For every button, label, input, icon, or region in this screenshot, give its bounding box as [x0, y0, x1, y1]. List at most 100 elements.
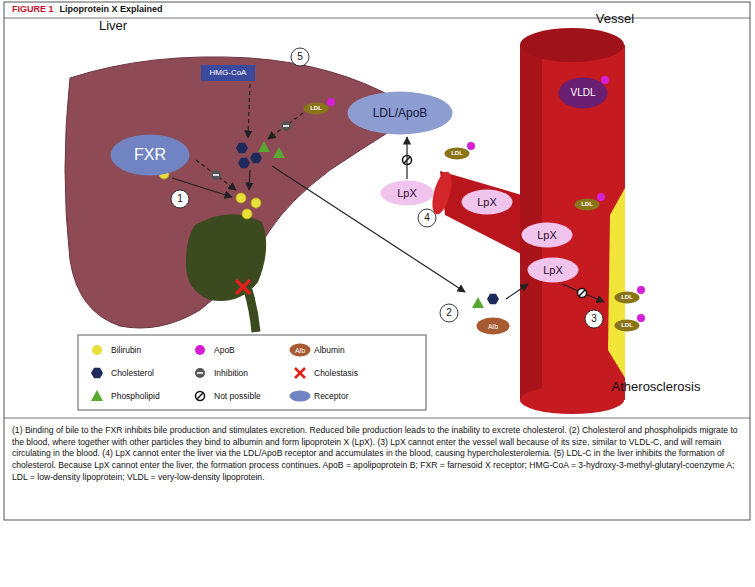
molecules	[327, 98, 335, 106]
node-shape	[559, 78, 608, 109]
node-shape	[304, 102, 329, 114]
legend-box	[78, 335, 426, 410]
swatch-receptor	[290, 391, 311, 402]
swatch-not-possible	[197, 393, 203, 399]
legend-text: Bilirubin	[111, 346, 141, 355]
gallbladder	[186, 214, 266, 301]
legend-text: Albumin	[314, 346, 345, 355]
swatch-hexagon	[91, 368, 103, 378]
region-label: Atherosclerosis	[612, 380, 701, 393]
node-text: LpX	[543, 265, 563, 276]
legend-text: Not possible	[214, 392, 261, 401]
callout-circles	[585, 310, 603, 328]
blood-vessel	[520, 45, 542, 400]
lipoprotein-ellipse: LpX	[461, 189, 513, 215]
callout-circles	[171, 48, 603, 328]
swatch-inhibition	[195, 368, 205, 378]
node-text: LpX	[477, 197, 497, 208]
legend-swatch	[86, 389, 108, 403]
node-shape	[462, 190, 513, 215]
swatch-inhibition	[197, 372, 203, 374]
pathway-arrows	[248, 84, 250, 138]
molecules	[242, 209, 252, 219]
node-shape	[201, 65, 255, 81]
legend-sample-text: Alb	[295, 347, 305, 354]
callout-number: 1	[177, 194, 183, 204]
blood-vessel	[520, 45, 625, 400]
molecules	[467, 142, 475, 150]
lipoprotein-ellipse: LpX	[521, 222, 573, 248]
legend-text: Phospholipid	[111, 392, 160, 401]
lipoprotein-ellipse: LDL	[444, 147, 470, 160]
swatch-dot	[195, 345, 205, 355]
molecules	[159, 76, 645, 322]
molecules	[637, 314, 645, 322]
pathway-arrows	[249, 170, 250, 190]
swatch-not-possible	[196, 392, 205, 401]
legend-swatch	[189, 389, 211, 403]
receptor-ellipse: FXR	[110, 134, 190, 176]
callout-number: 3	[591, 314, 597, 324]
node-shape	[615, 291, 640, 303]
node-shape	[522, 223, 573, 248]
receptor-ellipse: LDL/ApoB	[347, 91, 453, 135]
caption-rule	[4, 418, 750, 419]
callout-number: 5	[297, 52, 303, 62]
legend-text: Cholestasis	[314, 369, 358, 378]
lipoprotein-ellipse: LDL	[614, 291, 640, 304]
legend-swatch	[189, 366, 211, 380]
blood-vessel	[440, 171, 525, 256]
node-text: FXR	[134, 147, 166, 163]
symbols	[281, 121, 291, 131]
legend-swatch	[86, 343, 108, 357]
liver-organ	[65, 57, 399, 328]
molecules	[597, 193, 605, 201]
pathway-arrows	[562, 284, 604, 302]
node-text: LpX	[537, 230, 557, 241]
liver-organ	[65, 57, 399, 328]
legend-swatch	[289, 389, 311, 403]
callout-circles	[171, 190, 189, 208]
node-text: LDL	[451, 150, 463, 156]
lipoprotein-ellipse: LDL	[574, 198, 600, 211]
molecules	[472, 297, 484, 308]
figure-frame	[4, 2, 750, 520]
molecules	[250, 153, 262, 163]
callout-number: 2	[446, 308, 452, 318]
molecules	[487, 294, 499, 304]
symbols	[211, 121, 587, 298]
symbols	[578, 289, 587, 298]
molecules	[236, 143, 248, 153]
blood-vessel	[429, 28, 625, 414]
molecules	[601, 76, 609, 84]
node-text: LDL	[581, 201, 593, 207]
callout-circles	[291, 48, 309, 66]
connector-arrow	[406, 137, 407, 179]
region-label: Liver	[99, 19, 127, 32]
legend-swatch	[289, 366, 311, 380]
lipoprotein-ellipse: LDL	[614, 319, 640, 332]
swatch-cross	[295, 368, 305, 378]
gallbladder	[186, 214, 266, 332]
node-shape	[381, 181, 434, 206]
region-label: Vessel	[596, 12, 634, 25]
figure-title: Lipoprotein X Explained	[60, 5, 163, 14]
legend-swatch	[86, 366, 108, 380]
pathway-arrows	[268, 113, 303, 139]
node-text: HMG-CoA	[210, 69, 247, 77]
molecules	[637, 286, 645, 294]
albumin-ellipse: Alb	[476, 317, 510, 335]
node-text: LpX	[397, 188, 417, 199]
pathway-arrows	[506, 284, 528, 299]
callout-number: 4	[424, 213, 430, 223]
molecules	[238, 158, 250, 168]
symbols	[211, 170, 221, 180]
lipoprotein-ellipse: VLDL	[558, 77, 608, 109]
legend-text: Receptor	[314, 392, 349, 401]
node-shape	[111, 135, 190, 176]
molecules	[251, 198, 261, 208]
swatch-triangle	[91, 390, 103, 401]
legend-text: ApoB	[214, 346, 235, 355]
